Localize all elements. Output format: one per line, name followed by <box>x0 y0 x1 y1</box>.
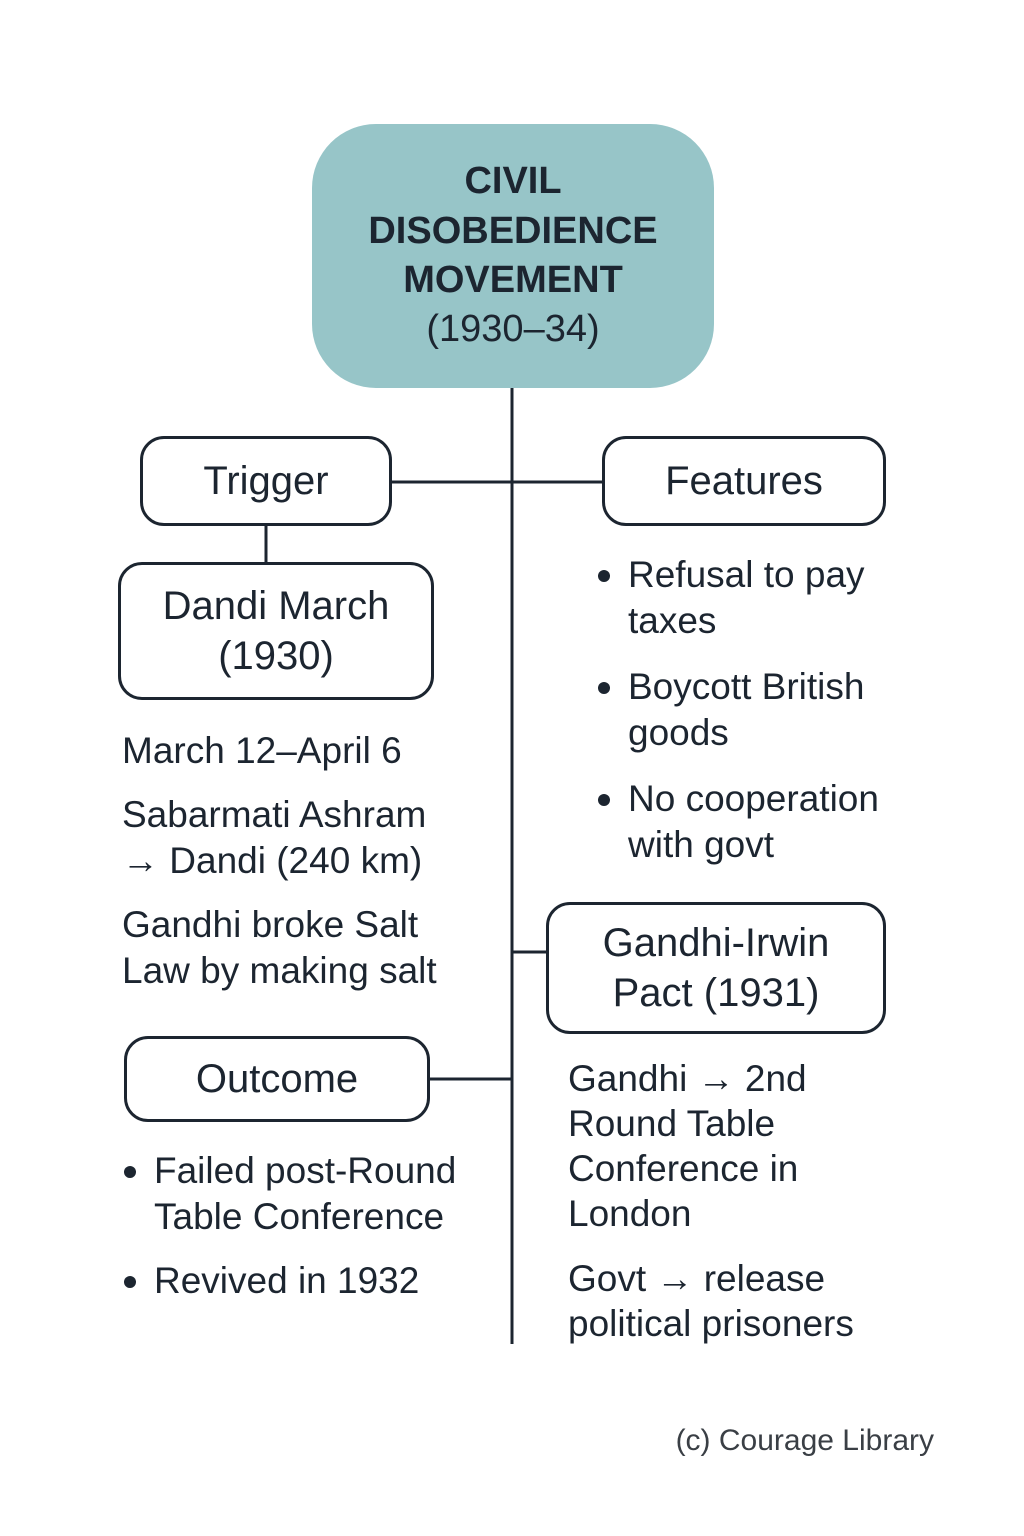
dandi-march-line-2: (1930) <box>218 634 334 678</box>
outcome-item-1-line-2: Table Conference <box>154 1196 445 1237</box>
pact-label-line-2: Pact (1931) <box>612 971 820 1015</box>
outcome-label: Outcome <box>195 1057 359 1101</box>
features-item-1-line-1: Refusal to pay <box>628 554 865 595</box>
pact-release-prisoners: Govt → release political prisoners <box>568 1256 854 1346</box>
pact-round-table-line-3: Conference in <box>568 1148 799 1189</box>
dandi-salt-law-line-2: Law by making salt <box>122 950 437 991</box>
dandi-route: Sabarmati Ashram → Dandi (240 km) <box>122 792 426 884</box>
features-list: Refusal to pay taxes Boycott British goo… <box>596 552 879 868</box>
root-title-line-3: MOVEMENT <box>403 259 623 301</box>
dandi-route-line-1: Sabarmati Ashram <box>122 794 427 835</box>
features-item-2-line-1: Boycott British <box>628 666 865 707</box>
root-title-line-2: DISOBEDIENCE <box>368 209 658 252</box>
gandhi-irwin-pact-node: Gandhi-Irwin Pact (1931) <box>546 902 886 1034</box>
dandi-salt-law: Gandhi broke Salt Law by making salt <box>122 902 437 994</box>
trigger-label: Trigger <box>203 459 329 503</box>
outcome-node: Outcome <box>124 1036 430 1122</box>
outcome-item-2-line-1: Revived in 1932 <box>154 1260 420 1301</box>
pact-release-line-2: political prisoners <box>568 1303 854 1344</box>
dandi-salt-law-line-1: Gandhi broke Salt <box>122 904 419 945</box>
outcome-list: Failed post-Round Table Conference Reviv… <box>122 1148 456 1304</box>
pact-round-table-line-2: Round Table <box>568 1103 776 1144</box>
dandi-march-node: Dandi March (1930) <box>118 562 434 700</box>
root-years: (1930–34) <box>426 308 600 351</box>
features-item: Refusal to pay taxes <box>596 552 879 644</box>
outcome-item-1-line-1: Failed post-Round <box>154 1150 457 1191</box>
dandi-dates-text: March 12–April 6 <box>122 730 402 771</box>
pact-round-table-line-1: Gandhi → 2nd <box>568 1058 807 1099</box>
features-node: Features <box>602 436 886 526</box>
pact-release-line-1: Govt → release <box>568 1258 826 1299</box>
features-label: Features <box>665 459 823 503</box>
features-item-3-line-1: No cooperation <box>628 778 879 819</box>
features-item: No cooperation with govt <box>596 776 879 868</box>
features-item-3-line-2: with govt <box>628 824 775 865</box>
root-node: CIVIL DISOBEDIENCE MOVEMENT (1930–34) <box>312 124 714 388</box>
root-title-line-1: CIVIL <box>464 160 562 203</box>
dandi-march-line-1: Dandi March <box>162 584 390 628</box>
dandi-dates: March 12–April 6 <box>122 728 402 774</box>
pact-round-table: Gandhi → 2nd Round Table Conference in L… <box>568 1056 807 1236</box>
features-item-2-line-2: goods <box>628 712 729 753</box>
features-item-1-line-2: taxes <box>628 600 717 641</box>
outcome-item: Failed post-Round Table Conference <box>122 1148 456 1240</box>
pact-label-line-1: Gandhi-Irwin <box>602 921 830 965</box>
copyright-credit: (c) Courage Library <box>675 1424 934 1457</box>
features-item: Boycott British goods <box>596 664 879 756</box>
pact-round-table-line-4: London <box>568 1193 692 1234</box>
dandi-route-line-2: → Dandi (240 km) <box>122 840 423 881</box>
outcome-item: Revived in 1932 <box>122 1258 456 1304</box>
trigger-node: Trigger <box>140 436 392 526</box>
